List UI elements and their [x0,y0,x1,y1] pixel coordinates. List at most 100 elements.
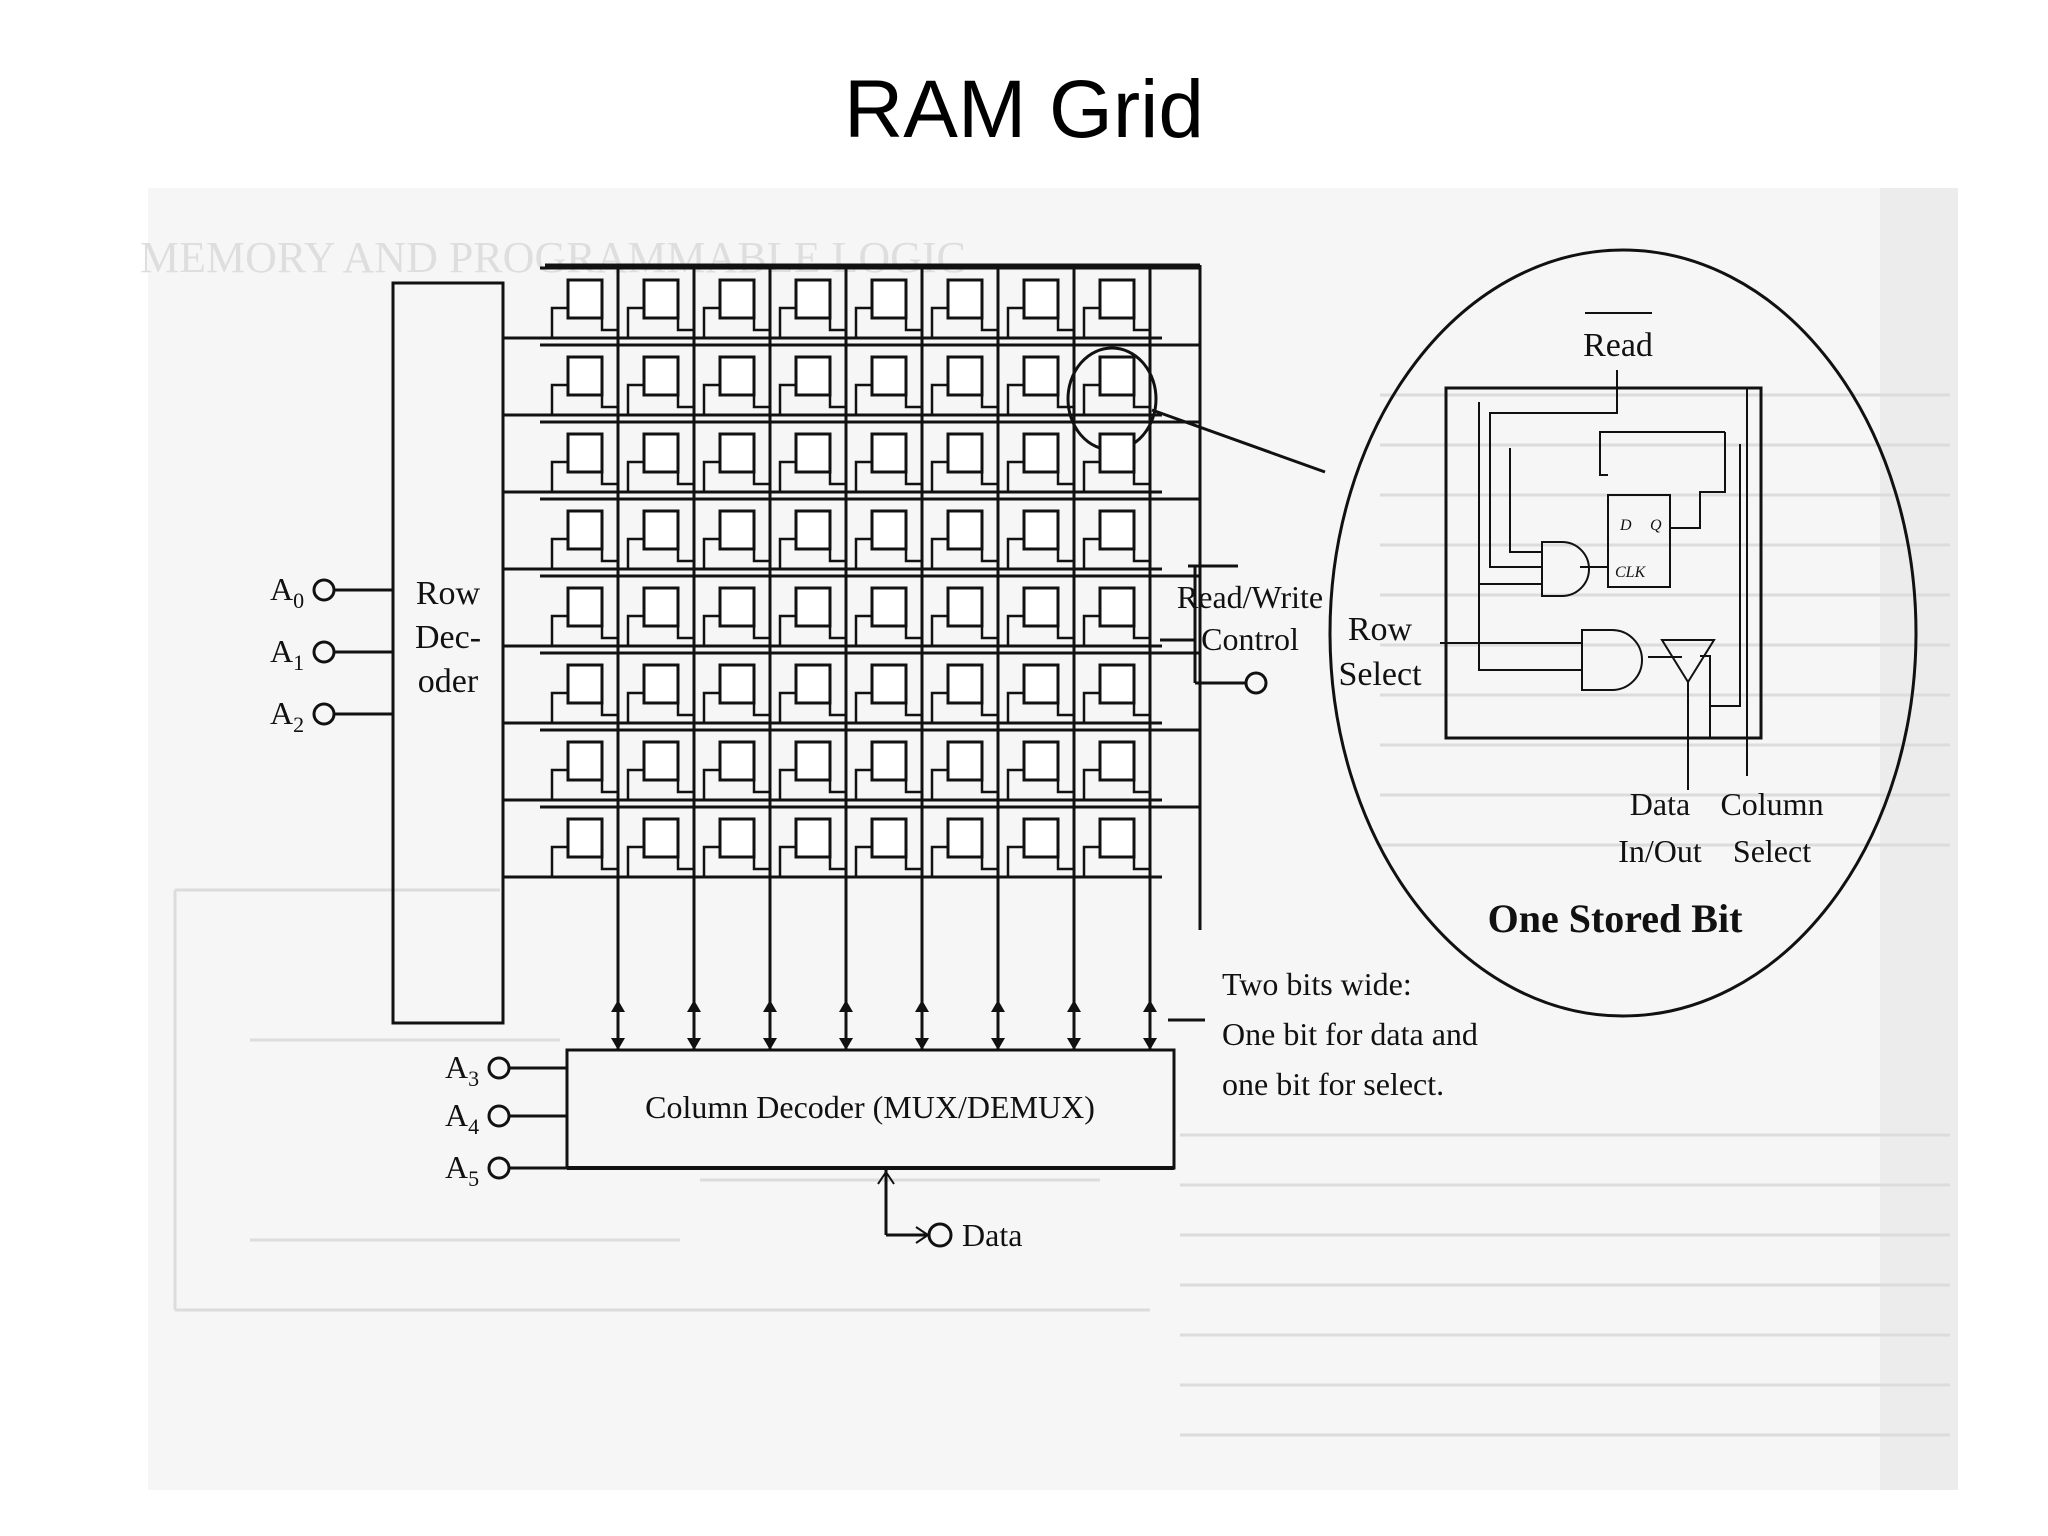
memory-cell [1098,663,1136,705]
memory-cell [1022,278,1060,320]
row-select-label-line-1: Row [1348,611,1413,648]
memory-cell [718,817,756,859]
column-bus-arrow-up [687,1000,701,1012]
cell-row-lead [930,383,948,415]
memory-cell [946,663,984,705]
column-bus-arrow-up [1143,1000,1157,1012]
memory-cell [642,817,680,859]
memory-cell [566,278,604,320]
column-bus-arrow-up [763,1000,777,1012]
column-bus-arrow-down [1067,1038,1081,1050]
data-port: Data [877,1170,1022,1253]
read-label: Read [1583,327,1653,364]
cell-row-lead [1006,691,1024,723]
cell-row-lead [930,614,948,646]
memory-cell [794,432,832,474]
cell-row-lead [1006,460,1024,492]
cell-row-lead [702,691,720,723]
memory-cell [870,740,908,782]
memory-cell [1098,355,1136,397]
memory-cell [718,586,756,628]
memory-cell [718,355,756,397]
cell-row-lead [626,537,644,569]
cell-row-lead [1006,537,1024,569]
flipflop-clk-label: CLK [1615,564,1647,581]
read-write-label-line-1: Read/Write [1177,579,1323,615]
memory-cell [794,586,832,628]
cell-row-lead [1006,614,1024,646]
memory-cell [1022,355,1060,397]
data-label-line-2: In/Out [1618,833,1702,869]
memory-cell [1098,432,1136,474]
cell-row-lead [930,768,948,800]
stored-bit-frame [1444,386,1763,740]
column-select-label-line-1: Column [1720,786,1823,822]
cell-row-lead [550,845,568,877]
tri-state-buffer [1660,639,1716,684]
memory-cell [718,740,756,782]
memory-cell [794,663,832,705]
cell-row-lead [702,460,720,492]
memory-cell [1022,817,1060,859]
and-gate-upper [1541,541,1590,597]
cell-row-lead [550,537,568,569]
memory-cell [718,432,756,474]
memory-cell [870,355,908,397]
memory-cell [870,663,908,705]
memory-cell [566,663,604,705]
cell-row-lead [550,691,568,723]
cell-row-lead [1082,845,1100,877]
cell-row-lead [1082,460,1100,492]
memory-cell [1098,586,1136,628]
column-decoder-label: Column Decoder (MUX/DEMUX) [645,1089,1095,1125]
cell-row-lead [626,383,644,415]
cell-row-lead [854,614,872,646]
cell-row-lead [854,768,872,800]
column-bus-arrow-up [915,1000,929,1012]
memory-cell [1022,432,1060,474]
memory-cell [642,586,680,628]
memory-cell [642,509,680,551]
memory-cell [946,278,984,320]
cell-row-lead [1006,768,1024,800]
cell-row-lead [778,306,796,338]
memory-cell [946,586,984,628]
cell-row-lead [1082,306,1100,338]
bleed-through-texture: MEMORY AND PROGRAMMABLE LOGIC [140,233,1950,1437]
cell-row-lead [702,768,720,800]
cell-row-lead [1006,383,1024,415]
input-a5-label: A5 [445,1149,479,1191]
cell-row-lead [854,691,872,723]
cell-row-lead [626,691,644,723]
cell-row-lead [778,768,796,800]
row-decoder-label-line-2: Dec- [415,619,481,656]
column-decoder-shadow [567,1166,1174,1170]
bus-note-line-1: Two bits wide: [1222,966,1412,1002]
cell-row-lead [626,845,644,877]
memory-cell [718,278,756,320]
memory-cell [794,509,832,551]
cell-row-lead [1082,768,1100,800]
cell-row-lead [854,537,872,569]
memory-cell [946,817,984,859]
memory-cell [946,509,984,551]
memory-cell [794,278,832,320]
column-bus-arrow-up [611,1000,625,1012]
column-bus-arrow-up [1067,1000,1081,1012]
row-decoder-label-line-1: Row [416,575,481,612]
cell-row-lead [778,383,796,415]
memory-cell [794,740,832,782]
memory-cell [870,509,908,551]
page-edge-shadow [1880,188,1958,1490]
cell-row-lead [1082,537,1100,569]
memory-cell [946,740,984,782]
cell-row-lead [930,460,948,492]
cell-row-lead [778,691,796,723]
cell-row-lead [550,768,568,800]
cell-row-lead [626,614,644,646]
cell-row-lead [550,460,568,492]
memory-cell [566,509,604,551]
cell-row-lead [778,845,796,877]
memory-cell [946,355,984,397]
zoom-connector-line [1151,408,1326,474]
